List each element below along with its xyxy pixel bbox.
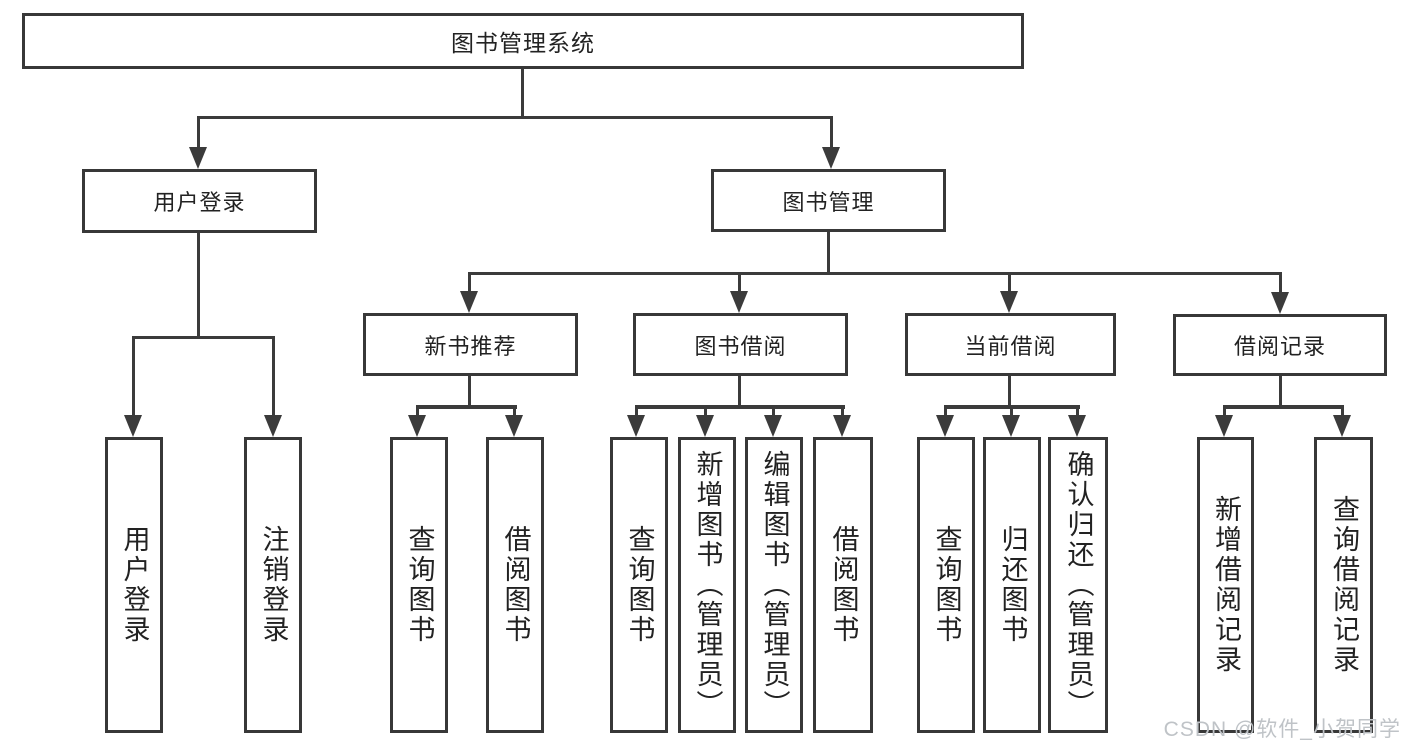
- arrow-down-icon: [189, 147, 207, 169]
- arrow-down-icon: [1271, 292, 1289, 314]
- arrow-down-icon: [764, 415, 782, 437]
- node-label: 借阅记录: [1233, 334, 1326, 359]
- connector-line-vertical: [1223, 405, 1226, 418]
- connector-line-vertical: [738, 272, 741, 295]
- node-leaf-borrow-books-recommend: 借阅图书: [486, 437, 544, 733]
- node-leaf-user-login: 用户登录: [105, 437, 163, 733]
- node-leaf-confirm-return-admin: 确认归还（管理员）: [1048, 437, 1108, 733]
- arrow-down-icon: [408, 415, 426, 437]
- node-label: 新书推荐: [424, 333, 517, 359]
- node-book-borrowing: 图书借阅: [633, 313, 848, 376]
- connector-line-vertical: [468, 272, 471, 295]
- arrow-down-icon: [936, 415, 954, 437]
- connector-line-horizontal: [1223, 405, 1344, 409]
- connector-line-vertical: [272, 336, 275, 416]
- node-book-management: 图书管理: [711, 169, 946, 232]
- connector-line-vertical: [827, 232, 830, 275]
- arrow-down-icon: [264, 415, 282, 437]
- connector-line-vertical: [830, 116, 833, 149]
- node-leaf-edit-books-admin: 编辑图书（管理员）: [745, 437, 803, 733]
- connector-line-vertical: [1279, 272, 1282, 295]
- arrow-down-icon: [1002, 415, 1020, 437]
- node-label: 图书管理系统: [451, 30, 595, 56]
- connector-line-vertical: [416, 405, 419, 418]
- arrow-down-icon: [730, 291, 748, 313]
- node-label: 新增图书（管理员）: [692, 450, 723, 720]
- connector-line-vertical: [197, 116, 200, 149]
- connector-line-horizontal: [197, 116, 833, 119]
- connector-line-vertical: [468, 376, 471, 408]
- arrow-down-icon: [1215, 415, 1233, 437]
- arrow-down-icon: [505, 415, 523, 437]
- connector-line-vertical: [132, 336, 135, 416]
- connector-line-horizontal: [468, 272, 1282, 275]
- arrow-down-icon: [1068, 415, 1086, 437]
- connector-line-vertical: [772, 405, 775, 418]
- connector-line-vertical: [513, 405, 516, 418]
- node-leaf-add-borrow-record: 新增借阅记录: [1197, 437, 1254, 733]
- node-leaf-query-books-recommend: 查询图书: [390, 437, 448, 733]
- node-label: 查询图书: [931, 525, 962, 645]
- node-label: 当前借阅: [964, 333, 1057, 359]
- node-current-borrowing: 当前借阅: [905, 313, 1116, 376]
- node-leaf-add-books-admin: 新增图书（管理员）: [678, 437, 736, 733]
- node-label: 借阅图书: [828, 525, 859, 645]
- node-label: 确认归还（管理员）: [1063, 450, 1094, 720]
- connector-line-vertical: [1008, 272, 1011, 295]
- node-leaf-query-books-borrowing: 查询图书: [610, 437, 668, 733]
- node-label: 查询借阅记录: [1329, 495, 1359, 675]
- connector-line-horizontal: [132, 336, 275, 339]
- connector-line-vertical: [1279, 376, 1282, 408]
- node-label: 图书管理: [782, 189, 875, 215]
- arrow-down-icon: [1333, 415, 1351, 437]
- arrow-down-icon: [696, 415, 714, 437]
- node-label: 归还图书: [997, 525, 1028, 645]
- node-label: 查询图书: [404, 525, 435, 645]
- node-label: 用户登录: [119, 525, 150, 645]
- arrow-down-icon: [124, 415, 142, 437]
- connector-line-vertical: [944, 405, 947, 418]
- node-leaf-query-books-current: 查询图书: [917, 437, 975, 733]
- node-leaf-query-borrow-record: 查询借阅记录: [1314, 437, 1373, 733]
- node-label: 用户登录: [153, 190, 246, 215]
- connector-line-vertical: [197, 233, 200, 339]
- connector-line-vertical: [841, 405, 844, 418]
- arrow-down-icon: [1000, 291, 1018, 313]
- connector-line-vertical: [738, 376, 741, 408]
- node-label: 借阅图书: [500, 525, 531, 645]
- node-user-login-group: 用户登录: [82, 169, 317, 233]
- node-root: 图书管理系统: [22, 13, 1024, 69]
- connector-line-vertical: [1008, 376, 1011, 408]
- connector-line-horizontal: [635, 405, 845, 409]
- connector-line-vertical: [635, 405, 638, 418]
- connector-line-horizontal: [416, 405, 517, 409]
- connector-line-vertical: [521, 69, 524, 119]
- arrow-down-icon: [833, 415, 851, 437]
- arrow-down-icon: [822, 147, 840, 169]
- node-borrow-records: 借阅记录: [1173, 314, 1387, 376]
- connector-line-vertical: [1341, 405, 1344, 418]
- node-label: 图书借阅: [694, 333, 787, 359]
- connector-line-vertical: [704, 405, 707, 418]
- connector-line-vertical: [1076, 405, 1079, 418]
- csdn-watermark: CSDN @软件_小贺同学: [1163, 718, 1401, 741]
- arrow-down-icon: [460, 291, 478, 313]
- node-label: 注销登录: [258, 525, 289, 645]
- node-label: 新增借阅记录: [1211, 495, 1241, 675]
- node-label: 编辑图书（管理员）: [759, 450, 790, 720]
- node-leaf-borrow-books: 借阅图书: [813, 437, 873, 733]
- node-label: 查询图书: [624, 525, 655, 645]
- connector-line-vertical: [1010, 405, 1013, 418]
- node-new-book-recommend: 新书推荐: [363, 313, 578, 376]
- arrow-down-icon: [627, 415, 645, 437]
- node-leaf-return-books: 归还图书: [983, 437, 1041, 733]
- node-leaf-logout: 注销登录: [244, 437, 302, 733]
